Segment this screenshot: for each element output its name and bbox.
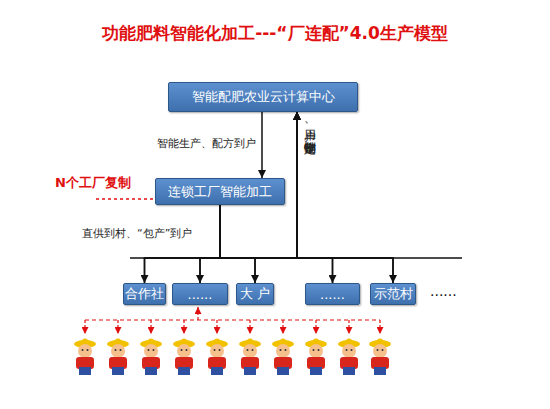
farmer-bus [85, 319, 380, 320]
process-box: ...... [305, 283, 360, 305]
flow-arrow [145, 205, 221, 283]
box-text: 大 户 [240, 285, 270, 303]
note-label: ...... [430, 283, 457, 299]
farmer-arrow [282, 320, 283, 334]
box-text: 智能配肥农业云计算中心 [192, 88, 335, 106]
farmer-arrow [249, 320, 250, 334]
process-box: 智能配肥农业云计算中心 [168, 82, 358, 112]
flow-arrow [220, 205, 393, 283]
box-text: 合作社 [125, 285, 164, 303]
process-box: 连锁工厂智能加工 [155, 178, 285, 205]
farmer-up-arrow [197, 307, 198, 320]
farmer-arrow [379, 320, 380, 334]
farmer-arrow [84, 320, 85, 334]
farmer-icon [206, 339, 228, 376]
farmer-icon [305, 339, 327, 376]
farmer-arrow [117, 320, 118, 334]
farmer-icon [369, 339, 391, 376]
farmer-arrow [315, 320, 316, 334]
edge-label: 智能生产、配方到户 [157, 136, 256, 151]
process-box: ...... [172, 283, 228, 305]
flow-arrow [220, 205, 255, 283]
box-text: 示范村 [374, 285, 413, 303]
farmer-arrow [216, 320, 217, 334]
process-box: 大 户 [236, 283, 274, 305]
flow-arrow [261, 112, 263, 178]
box-text: ...... [188, 287, 213, 302]
farmer-arrow [348, 320, 349, 334]
farmer-icon [74, 339, 96, 376]
note-label: 用户、作物一键定制 [301, 120, 318, 132]
farmer-icon [140, 339, 162, 376]
farmer-arrow [150, 320, 151, 334]
note-label: 直供到村、“包产”到户 [82, 226, 192, 241]
flow-arrow [220, 205, 333, 283]
note-label: N个工厂复制 [55, 174, 131, 192]
farmer-icon [239, 339, 261, 376]
farmer-icon [338, 339, 360, 376]
farmer-icon [272, 339, 294, 376]
process-box: 示范村 [370, 283, 416, 305]
flow-arrow [297, 112, 393, 283]
replicate-leader [96, 198, 153, 200]
farmer-icon [107, 339, 129, 376]
flow-arrow [145, 112, 298, 283]
process-box: 合作社 [123, 283, 166, 305]
diagram-title: 功能肥料智能化加工---“厂连配”4.0生产模型 [0, 22, 550, 45]
farmer-icon [173, 339, 195, 376]
flow-arrow [200, 205, 220, 283]
box-text: 连锁工厂智能加工 [168, 183, 272, 201]
box-text: ...... [320, 287, 345, 302]
farmer-arrow [183, 320, 184, 334]
